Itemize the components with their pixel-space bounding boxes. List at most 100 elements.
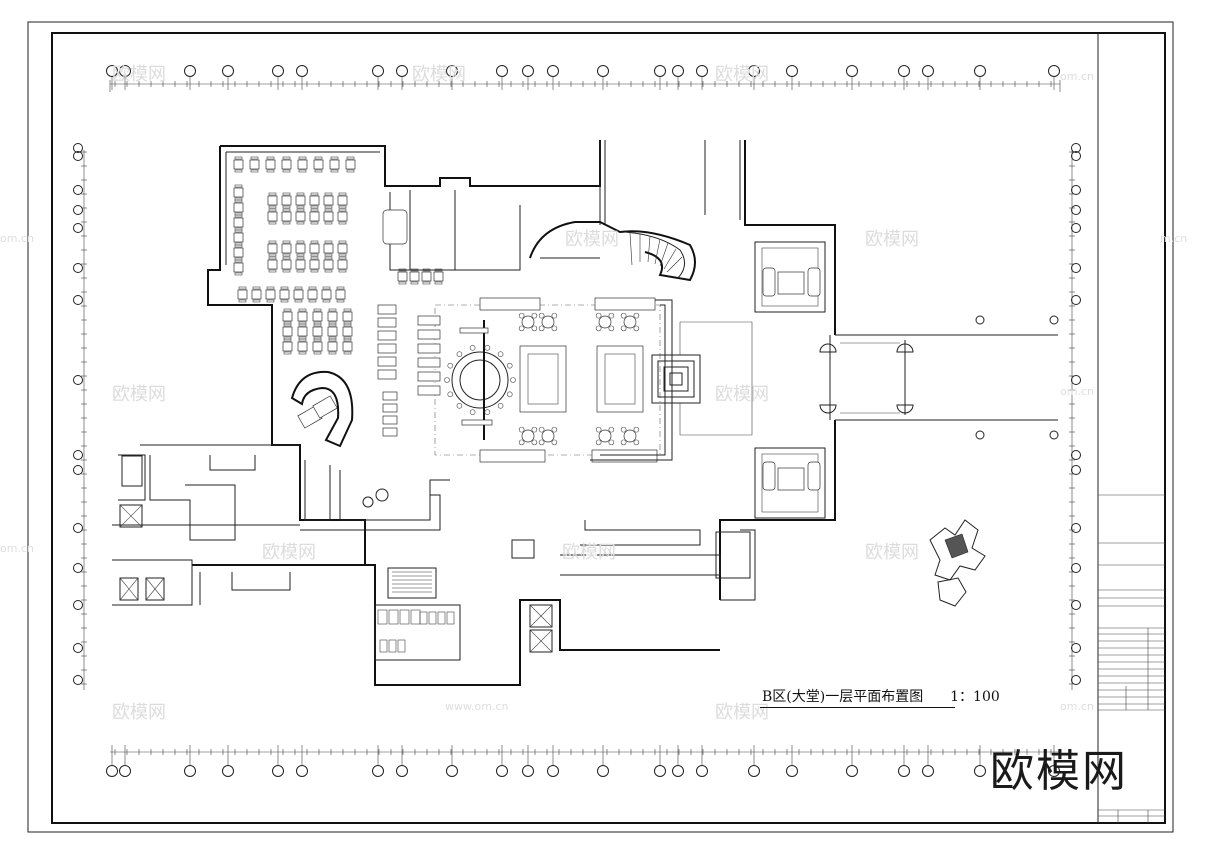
axis-bubble <box>73 375 83 385</box>
dining-table <box>267 243 278 254</box>
dining-table <box>312 311 323 322</box>
axis-bubble <box>1071 523 1081 533</box>
booth <box>417 385 441 396</box>
axis-bubble <box>786 765 798 777</box>
axis-bubble <box>748 65 760 77</box>
axis-bubble <box>496 765 508 777</box>
dining-table <box>345 159 356 170</box>
axis-bubble <box>73 223 83 233</box>
dining-table <box>297 341 308 352</box>
dining-table <box>327 341 338 352</box>
axis-bubble <box>922 765 934 777</box>
dining-table <box>337 195 348 206</box>
axis-bubble <box>73 185 83 195</box>
axis-bubble <box>1071 675 1081 685</box>
axis-bubble <box>106 765 118 777</box>
dining-table <box>309 243 320 254</box>
axis-bubble <box>975 315 985 325</box>
axis-bubble <box>696 765 708 777</box>
dining-table <box>312 341 323 352</box>
booth <box>377 304 397 315</box>
dining-table <box>267 195 278 206</box>
dining-table <box>327 311 338 322</box>
booth <box>382 415 398 425</box>
brand-logo: 欧模网 <box>990 746 1128 797</box>
bar-counter <box>290 370 354 448</box>
axis-bubble <box>1048 65 1060 77</box>
dining-table <box>281 159 292 170</box>
dining-table <box>281 259 292 270</box>
toilet-stall <box>377 609 388 625</box>
toilet-stall <box>419 611 428 625</box>
dining-table <box>309 195 320 206</box>
dining-table <box>281 195 292 206</box>
axis-bubble <box>898 65 910 77</box>
axis-bubble <box>119 65 131 77</box>
axis-bubble <box>522 65 534 77</box>
restaurant-seating <box>233 156 444 355</box>
dimension-ticks <box>81 81 1075 755</box>
axis-bubble <box>1071 263 1081 273</box>
axis-bubble <box>73 465 83 475</box>
dining-table <box>293 289 304 300</box>
dining-table <box>329 159 340 170</box>
dining-table <box>421 271 432 282</box>
booth <box>417 329 441 340</box>
axis-bubble <box>446 65 458 77</box>
dining-table <box>327 326 338 337</box>
booth <box>377 369 397 380</box>
booth <box>377 330 397 341</box>
axis-bubble <box>654 65 666 77</box>
axis-bubble <box>974 765 986 777</box>
axis-bubble <box>522 765 534 777</box>
axis-bubble <box>73 295 83 305</box>
round-table <box>521 315 535 329</box>
spiral-staircase <box>529 221 696 282</box>
axis-bubble <box>73 263 83 273</box>
axis-bubble <box>73 205 83 215</box>
drawing-title-text: B区(大堂)一层平面布置图 <box>762 689 924 705</box>
axis-bubble <box>372 765 384 777</box>
dining-table <box>342 341 353 352</box>
dining-table <box>282 326 293 337</box>
dining-table <box>309 211 320 222</box>
axis-bubble <box>547 65 559 77</box>
axis-bubble <box>1071 223 1081 233</box>
booth <box>377 317 397 328</box>
core-rooms <box>119 455 751 661</box>
round-table <box>541 315 555 329</box>
inner-sheet-border <box>51 32 1166 824</box>
toilet-stall <box>399 609 410 625</box>
dining-table <box>265 159 276 170</box>
axis-bubble <box>1071 563 1081 573</box>
axis-bubble <box>496 65 508 77</box>
axis-bubble <box>1071 600 1081 610</box>
lobby-lounge <box>434 297 753 463</box>
dining-table <box>233 217 244 228</box>
booth <box>417 371 441 382</box>
dining-table <box>233 159 244 170</box>
axis-bubble <box>296 65 308 77</box>
dining-table <box>279 289 290 300</box>
dining-table <box>295 243 306 254</box>
exterior-walls <box>112 140 836 686</box>
booth <box>417 343 441 354</box>
axis-bubble <box>184 765 196 777</box>
axis-bubble <box>73 643 83 653</box>
booth <box>382 427 398 437</box>
booth <box>417 357 441 368</box>
axis-bubble <box>672 765 684 777</box>
entrance-vestibule <box>819 334 1058 421</box>
axis-bubbles <box>73 65 1081 777</box>
drawing-scale: 1：100 <box>950 689 1000 705</box>
axis-bubble <box>975 430 985 440</box>
axis-bubble <box>672 65 684 77</box>
title-underline <box>760 707 955 708</box>
dining-table <box>397 271 408 282</box>
axis-bubble <box>654 765 666 777</box>
axis-bubble <box>974 65 986 77</box>
axis-bubble <box>1071 450 1081 460</box>
dining-table <box>282 341 293 352</box>
booth-seating <box>377 304 441 437</box>
